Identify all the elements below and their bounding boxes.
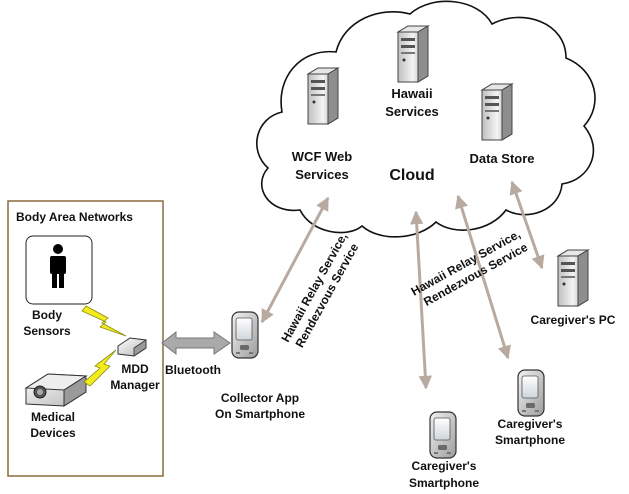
wcf-server-icon (307, 67, 339, 125)
relay-arrow-phone-2 (455, 194, 511, 360)
bluetooth-arrow (161, 330, 231, 356)
wcf-label-1: WCF Web (292, 149, 352, 164)
caregiver-phone-2-label-1: Caregiver's (498, 417, 563, 431)
mdd-label-1: MDD (121, 362, 149, 376)
caregiver-phone-1-label-2: Smartphone (409, 476, 479, 490)
cloud-label: Cloud (389, 167, 434, 184)
lightning-body-sensor-icon (81, 305, 127, 337)
caregiver-phone-2-icon (517, 369, 545, 417)
person-icon (50, 244, 66, 288)
ban-title: Body Area Networks (16, 210, 133, 224)
lightning-medical-device-icon (83, 349, 117, 387)
mdd-label-2: Manager (110, 378, 160, 392)
relay-label-left: Hawaii Relay Service, Rendezvous Service (278, 230, 361, 350)
collector-phone-icon (231, 311, 259, 359)
caregiver-phone-1-icon (429, 411, 457, 459)
hawaii-server-icon (397, 25, 429, 83)
caregiver-pc-label: Caregiver's PC (531, 313, 616, 327)
medical-devices-label-2: Devices (30, 426, 76, 440)
relay-label-right: Hawaii Relay Service, Rendezvous Service (409, 227, 531, 309)
hawaii-label-1: Hawaii (391, 86, 432, 101)
medical-devices-label-1: Medical (31, 410, 75, 424)
caregiver-phone-1-label-1: Caregiver's (412, 459, 477, 473)
medical-device-icon (24, 373, 88, 407)
datastore-label: Data Store (469, 151, 534, 166)
caregiver-phone-2-label-2: Smartphone (495, 433, 565, 447)
relay-arrow-pc (509, 180, 545, 270)
caregiver-pc-icon (557, 249, 589, 307)
bluetooth-label: Bluetooth (165, 363, 221, 377)
datastore-server-icon (481, 83, 513, 141)
cloud-shape (256, 0, 596, 238)
body-sensors-label-1: Body (32, 308, 62, 322)
mdd-manager-icon (117, 337, 147, 357)
relay-arrow-phone-1 (409, 210, 433, 390)
wcf-label-2: Services (295, 167, 349, 182)
collector-label-1: Collector App (221, 391, 299, 405)
hawaii-label-2: Services (385, 104, 439, 119)
body-sensors-label-2: Sensors (23, 324, 71, 338)
collector-label-2: On Smartphone (215, 407, 305, 421)
relay-arrow-collector (260, 196, 330, 324)
